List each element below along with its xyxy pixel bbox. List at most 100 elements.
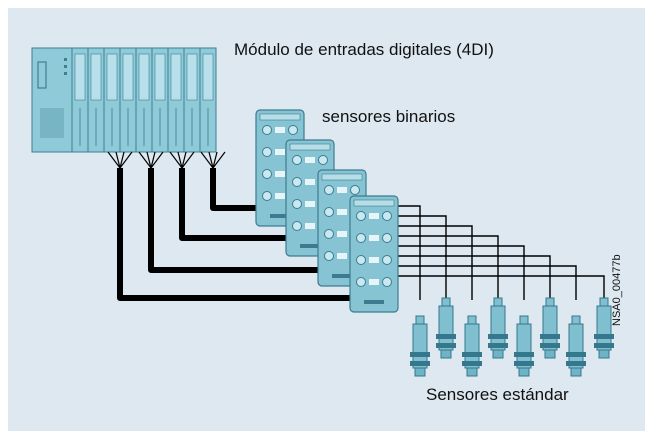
sensor-nut [566, 352, 586, 357]
figure-code-label: NSA0_00477b [611, 254, 623, 326]
module-slot-window [202, 53, 214, 101]
sensor-tip [518, 367, 530, 377]
cable-fan-line [169, 151, 183, 169]
io-label-slot [337, 209, 347, 215]
standard-sensor [488, 297, 508, 359]
io-port [350, 185, 360, 195]
io-box-base [300, 244, 320, 248]
sensor-nut [566, 361, 586, 366]
module-slot-window [90, 53, 102, 101]
module-slot-window [154, 53, 166, 101]
sensor-cap [545, 297, 555, 307]
standard-sensor [540, 297, 560, 359]
module-slot-window [74, 53, 86, 101]
io-label-slot [305, 157, 315, 163]
sensor-wire [398, 255, 551, 300]
io-port [292, 221, 302, 231]
standard-sensor [594, 297, 614, 359]
module-led [64, 58, 67, 61]
standard-sensor [436, 297, 456, 359]
io-port [324, 185, 334, 195]
io-box-top [353, 199, 395, 207]
module-slot-window [186, 53, 198, 101]
binary-sensor-boxes [255, 109, 399, 313]
io-box-top [289, 143, 331, 151]
sensor-nut [514, 352, 534, 357]
thick-cable [148, 168, 330, 273]
io-port [262, 191, 272, 201]
cable-fan-line [119, 151, 133, 169]
module-led [64, 65, 67, 68]
sensor-wire [398, 275, 605, 300]
sensor-nut [410, 352, 430, 357]
io-label-slot [369, 235, 379, 241]
sensor-nut [436, 334, 456, 339]
io-box-base [332, 274, 352, 278]
sensor-tip [598, 349, 610, 359]
io-box-top [321, 173, 363, 181]
sensor-nut [594, 334, 614, 339]
io-port [288, 125, 298, 135]
cable-fan-line [200, 151, 214, 169]
digital-input-module [31, 47, 217, 153]
sensor-cap [571, 315, 581, 325]
sensor-nut [488, 334, 508, 339]
io-port [382, 277, 392, 287]
sensor-tip [414, 367, 426, 377]
io-box-base [364, 300, 384, 304]
module-led [64, 72, 67, 75]
io-port [324, 229, 334, 239]
io-label-slot [305, 179, 315, 185]
io-label-slot [305, 223, 315, 229]
standard-sensors [410, 297, 614, 377]
io-label-slot [275, 127, 285, 133]
module-cpu-panel [40, 108, 64, 138]
io-label-slot [369, 213, 379, 219]
module-slot-window [106, 53, 118, 101]
thick-cable [179, 168, 298, 241]
io-port [356, 211, 366, 221]
sensor-wire [395, 215, 447, 300]
io-label-slot [305, 201, 315, 207]
cable-fan-line [150, 151, 164, 169]
io-port [356, 233, 366, 243]
io-port [324, 207, 334, 217]
sensor-wire [398, 245, 525, 300]
sensor-nut [462, 352, 482, 357]
sensor-nut [436, 343, 456, 348]
sensor-cap [467, 315, 477, 325]
cable-fan-line [181, 151, 195, 169]
io-label-slot [337, 231, 347, 237]
cable-fan-line [212, 151, 226, 169]
standard-sensor [462, 315, 482, 377]
sensor-tip [570, 367, 582, 377]
io-label-slot [275, 193, 285, 199]
module-label: Módulo de entradas digitales (4DI) [234, 40, 494, 59]
standard-sensor [566, 315, 586, 377]
io-port [324, 251, 334, 261]
standard-sensor [514, 315, 534, 377]
sensor-wire [398, 265, 577, 300]
module-slot-window [122, 53, 134, 101]
sensor-wire [395, 205, 421, 300]
io-label-slot [337, 253, 347, 259]
io-port [356, 277, 366, 287]
module-slot-window [170, 53, 182, 101]
sensor-nut [488, 343, 508, 348]
sensor-nut [514, 361, 534, 366]
sensor-nut [540, 343, 560, 348]
standard-sensors-label: Sensores estándar [426, 385, 569, 404]
cable-fan-line [177, 151, 183, 169]
sensor-nut [540, 334, 560, 339]
sensor-tip [440, 349, 452, 359]
io-port [382, 233, 392, 243]
standard-sensor [410, 315, 430, 377]
io-port [262, 169, 272, 179]
io-port [292, 155, 302, 165]
cable-fan-line [150, 151, 156, 169]
module-slot-window [138, 53, 150, 101]
sensor-tip [492, 349, 504, 359]
io-label-slot [337, 187, 347, 193]
cable-fan-line [138, 151, 152, 169]
io-label-slot [275, 171, 285, 177]
